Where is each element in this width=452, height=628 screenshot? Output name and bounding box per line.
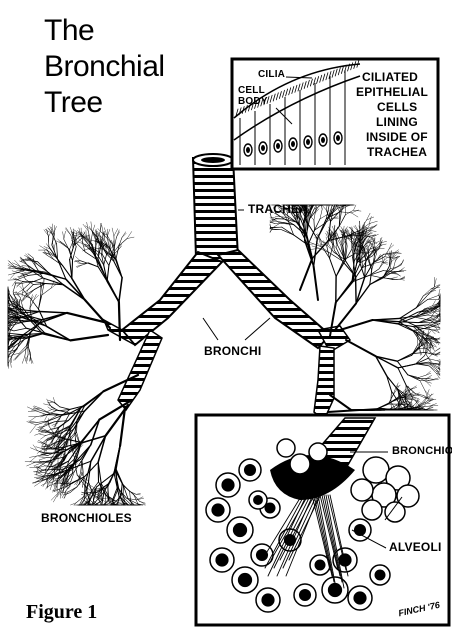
left-bronchioles-shape bbox=[8, 222, 146, 505]
label-cell-body-2: BODY bbox=[238, 95, 268, 108]
label-cilia: CILIA bbox=[258, 68, 285, 81]
caption-line-3: CELLS bbox=[377, 101, 417, 114]
title-line-1: The bbox=[44, 13, 94, 49]
figure-caption: Figure 1 bbox=[26, 601, 97, 623]
label-trachea: TRACHEA bbox=[248, 203, 308, 216]
bronchi-leader-left bbox=[203, 318, 218, 340]
label-bronchiole: BRONCHIOLE bbox=[392, 445, 452, 458]
label-alveoli: ALVEOLI bbox=[389, 541, 442, 554]
caption-line-2: EPITHELIAL bbox=[356, 86, 428, 99]
label-bronchioles: BRONCHIOLES bbox=[41, 512, 132, 525]
title-line-2: Bronchial bbox=[44, 49, 165, 85]
label-bronchi: BRONCHI bbox=[204, 345, 261, 358]
caption-line-1: CILIATED bbox=[362, 71, 418, 84]
caption-line-5: INSIDE OF bbox=[366, 131, 428, 144]
caption-line-4: LINING bbox=[376, 116, 418, 129]
bronchi-leader-right bbox=[245, 318, 270, 340]
title-line-3: Tree bbox=[44, 85, 103, 121]
caption-line-6: TRACHEA bbox=[367, 146, 427, 159]
